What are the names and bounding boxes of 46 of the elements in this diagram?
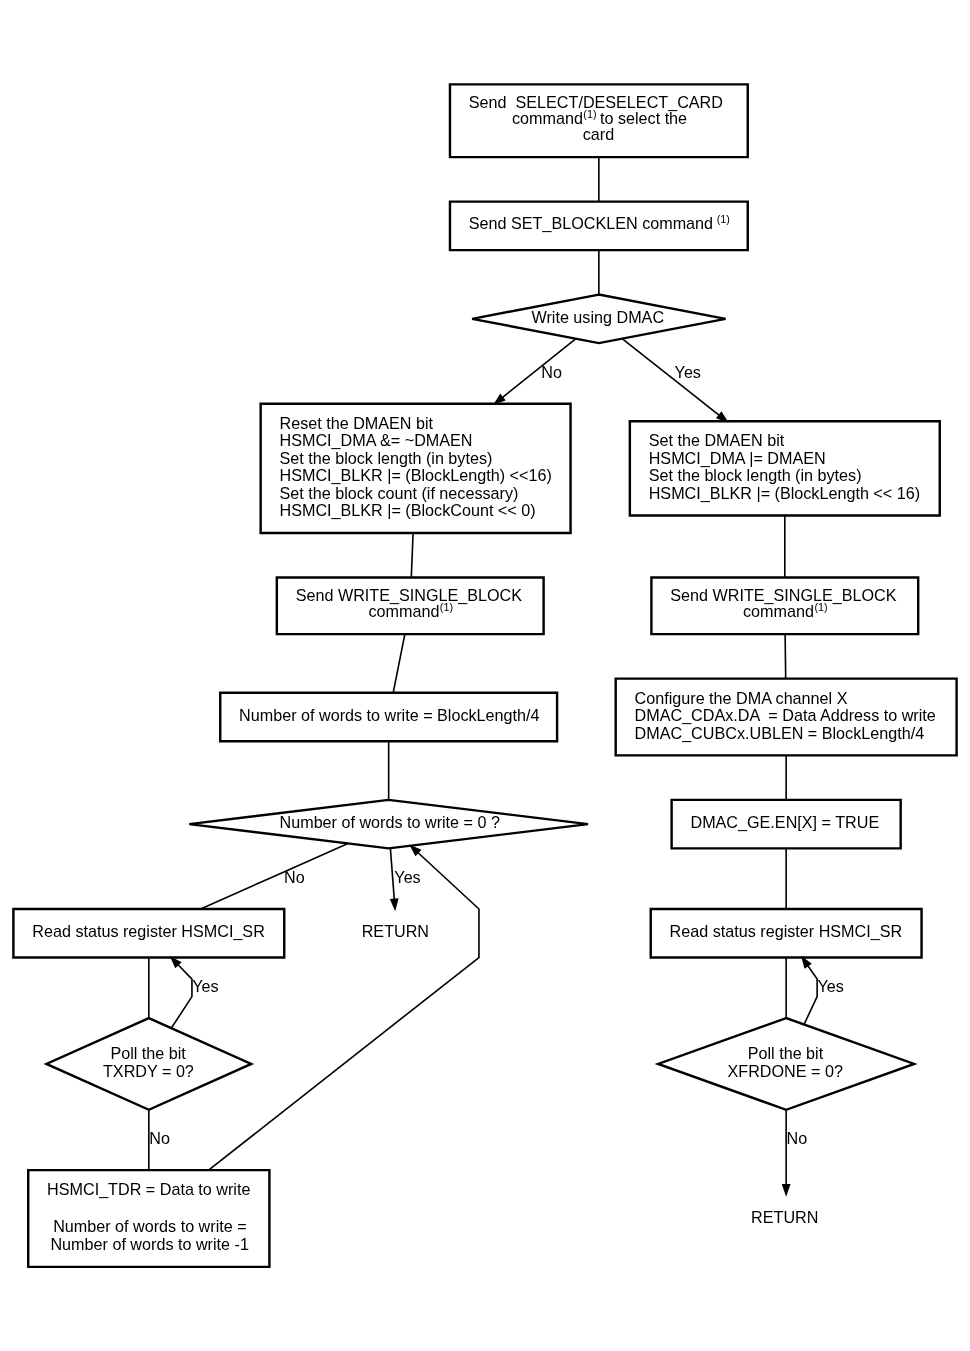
edge-label: Yes — [674, 362, 701, 381]
node-box: Send SET_BLOCKLEN command$^{(1)}$ — [448, 200, 749, 252]
node-box: Read status register HSMCI_SR — [649, 907, 923, 959]
node-text: RETURN — [361, 922, 430, 941]
connector — [784, 514, 786, 578]
node-box: Read status register HSMCI_SR — [12, 907, 286, 959]
edge-label: No — [284, 867, 305, 886]
connector — [199, 842, 349, 910]
node-box: Reset the DMAEN bit HSMCI_DMA &= ~DMAEN Set the block length (in bytes) HSMCI_BLKR |= (BlockLength) <<16) Set the block count (if necessary) HSMCI_BLKR |= (BlockCount << 0) — [259, 402, 572, 535]
edge-label: No — [149, 1129, 170, 1148]
edge-label: Yes — [817, 977, 844, 996]
edge-label: Yes — [192, 977, 219, 996]
node-box: Configure the DMA channel X DMAC_CDAx.DA = Data Address to write DMAC_CUBCx.UBLEN = BlockLength/4 — [614, 677, 958, 757]
arrow — [389, 847, 399, 912]
node-box: HSMCI_TDR = Data to write Number of words to write = Number of words to write -1 — [27, 1168, 271, 1269]
arrow — [621, 337, 729, 423]
connector — [598, 156, 600, 203]
connector — [410, 532, 414, 579]
connector — [148, 1109, 150, 1171]
node-box: Set the DMAEN bit HSMCI_DMA |= DMAEN Set the block length (in bytes) HSMCI_BLKR |= (BlockLength << 16) — [628, 420, 941, 517]
node-diamond: Write using DMAC — [470, 293, 727, 345]
arrow — [169, 956, 193, 1029]
arrow — [207, 844, 480, 1171]
connector — [785, 847, 787, 910]
connector — [784, 633, 787, 680]
connector — [785, 957, 787, 1019]
node-box: DMAC_GE.EN[X] = TRUE — [670, 798, 902, 850]
node-box: Send SELECT/DESELECT_CARD command$^{(1)}$ to select the card — [448, 83, 749, 159]
node-diamond: Poll the bit TXRDY = 0? — [43, 1016, 255, 1112]
connector — [392, 633, 406, 694]
connector — [387, 740, 390, 801]
node-text: RETURN — [751, 1207, 819, 1226]
node-box: Send WRITE_SINGLE_BLOCK command$^{(1)}$ — [650, 576, 920, 636]
arrow — [493, 337, 577, 405]
node-diamond: Poll the bit XFRDONE = 0? — [654, 1016, 918, 1112]
edge-label: Yes — [394, 867, 421, 886]
edge-label: No — [541, 362, 563, 381]
connector — [148, 957, 150, 1019]
node-diamond: Number of words to write = 0 ? — [188, 798, 590, 850]
connector — [598, 249, 600, 295]
arrow — [800, 955, 818, 1025]
node-box: Send WRITE_SINGLE_BLOCK command$^{(1)}$ — [275, 576, 545, 636]
node-box: Number of words to write = BlockLength/4 — [219, 691, 559, 743]
connector — [785, 754, 787, 801]
arrow — [781, 1109, 791, 1197]
edge-label: No — [786, 1129, 808, 1148]
